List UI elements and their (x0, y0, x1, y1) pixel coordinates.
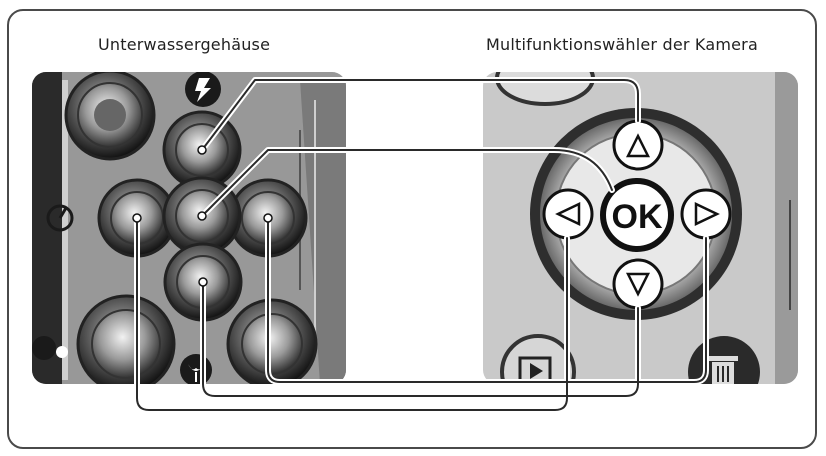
connector-lines (134, 77, 709, 413)
camera-button-left (542, 188, 594, 240)
housing-photo (32, 72, 346, 384)
dot-right (263, 213, 273, 223)
macro-tulip-icon (180, 354, 212, 384)
camera-photo: OK (483, 72, 798, 384)
ok-button: OK (600, 178, 674, 252)
dot-center (197, 211, 207, 221)
ok-label: OK (612, 198, 663, 236)
dot-up (197, 145, 207, 155)
camera-button-down (612, 258, 664, 310)
dot-left (132, 213, 142, 223)
camera-selector-label: Multifunktionswähler der Kamera (486, 35, 758, 54)
trash-icon (688, 336, 760, 384)
dot-down (198, 277, 208, 287)
camera-button-right (680, 188, 732, 240)
play-icon (500, 334, 576, 384)
self-timer-icon (46, 204, 74, 232)
housing-label: Unterwassergehäuse (98, 35, 271, 54)
camera-button-up (612, 119, 664, 171)
